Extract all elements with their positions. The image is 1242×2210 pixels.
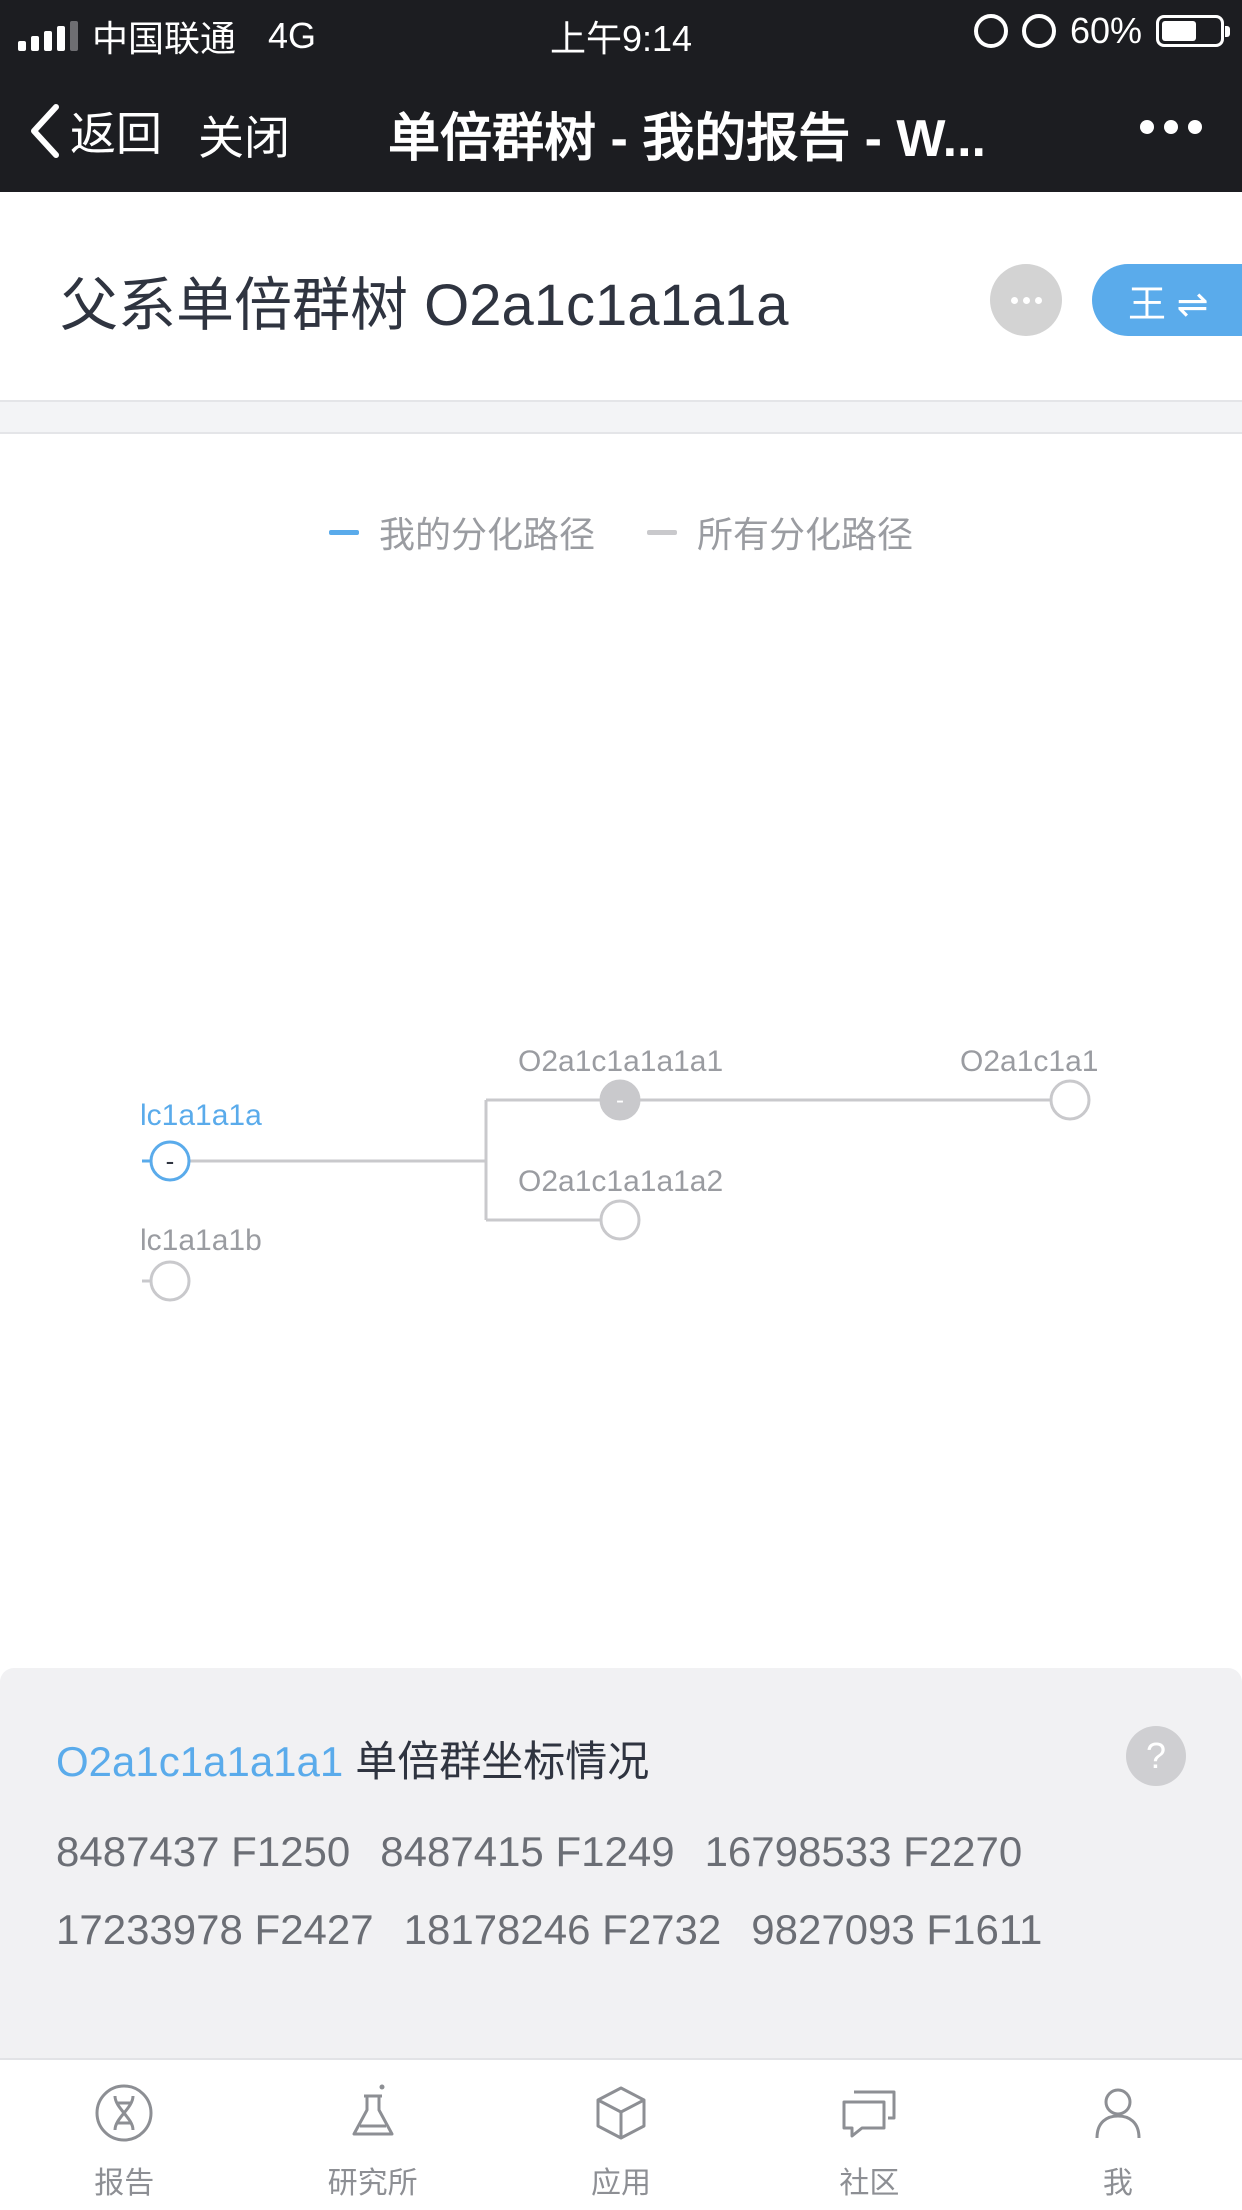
section-divider — [0, 400, 1242, 434]
node-circle-child2 — [599, 1199, 641, 1241]
more-menu-button[interactable] — [1140, 120, 1202, 134]
battery-icon — [1156, 15, 1230, 47]
dna-icon — [95, 2084, 153, 2142]
status-bar: 中国联通 4G 上午9:14 60% — [0, 0, 1242, 62]
coordinate-item: 17233978 F2427 — [56, 1906, 374, 1953]
flask-icon — [352, 2084, 394, 2136]
legend-label-all: 所有分化路径 — [697, 514, 914, 555]
tab-label-report: 报告 — [94, 2167, 155, 2200]
legend: 我的分化路径 所有分化路径 — [0, 506, 1242, 558]
tree-node-child1[interactable]: O2a1c1a1a1a1 - — [518, 1045, 723, 1121]
tab-bar: 报告 研究所 应用 社区 我 — [0, 2058, 1242, 2210]
node-label-grandchild: O2a1c1a1 — [960, 1045, 1098, 1078]
tab-label-institute: 研究所 — [327, 2167, 418, 2200]
status-right: 60% — [973, 10, 1230, 52]
nav-bar: 返回 关闭 单倍群树 - 我的报告 - W... — [0, 62, 1242, 192]
coordinate-item: 8487437 F1250 — [56, 1828, 351, 1875]
tab-community[interactable]: 社区 — [745, 2060, 993, 2210]
help-button[interactable]: ? — [1126, 1726, 1186, 1786]
alarm-icon — [1021, 14, 1056, 48]
options-button[interactable] — [990, 264, 1062, 336]
node-circle-sibling — [149, 1260, 191, 1302]
node-circle-grandchild — [1049, 1079, 1091, 1121]
back-button[interactable]: 返回 — [28, 98, 162, 164]
node-label-child1: O2a1c1a1a1a1 — [518, 1045, 723, 1078]
tree-node-grandchild[interactable]: O2a1c1a1 — [960, 1045, 1098, 1121]
node-label-sibling: lc1a1a1b — [140, 1224, 262, 1257]
switch-tree-button[interactable]: 王 ⇌ — [1092, 264, 1242, 336]
info-haplogroup: O2a1c1a1a1a1 — [56, 1738, 344, 1785]
signal-icon — [18, 21, 78, 51]
tree-node-sibling[interactable]: lc1a1a1b — [140, 1224, 262, 1302]
node-symbol-child1: - — [616, 1087, 624, 1114]
node-symbol-current: - — [166, 1146, 175, 1176]
tab-report[interactable]: 报告 — [0, 2060, 248, 2210]
box-icon — [596, 2086, 646, 2140]
node-circle-child1 — [599, 1079, 641, 1121]
battery-fill — [1162, 21, 1196, 41]
carrier-label: 中国联通 — [92, 18, 237, 59]
info-title-suffix: 单倍群坐标情况 — [355, 1738, 650, 1785]
coordinate-list: 8487437 F1250 8487415 F1249 16798533 F22… — [56, 1828, 1196, 1954]
page-title: 父系单倍群树 O2a1c1a1a1a — [60, 273, 789, 338]
haplogroup-tree[interactable]: lc1a1a1a - lc1a1a1b O2a1c1a1a1a1 - O2a1c… — [0, 434, 1242, 1664]
legend-all: 所有分化路径 — [647, 506, 913, 558]
chat-icon — [842, 2090, 896, 2138]
rotation-lock-icon — [973, 14, 1008, 48]
coordinate-item: 16798533 F2270 — [704, 1828, 1023, 1875]
close-button[interactable]: 关闭 — [198, 112, 290, 164]
coordinate-item: 18178246 F2732 — [403, 1906, 722, 1953]
chevron-left-icon — [31, 104, 59, 158]
coordinate-item: 9827093 F1611 — [751, 1906, 1043, 1953]
coordinate-item: 8487415 F1249 — [380, 1828, 675, 1875]
tab-label-apps: 应用 — [591, 2167, 652, 2200]
battery-percent: 60% — [1069, 10, 1142, 51]
tree-node-current[interactable]: lc1a1a1a - — [140, 1099, 262, 1182]
legend-label-mine: 我的分化路径 — [378, 514, 595, 555]
back-label: 返回 — [70, 108, 162, 160]
nav-title: 单倍群树 - 我的报告 - W... — [388, 110, 986, 168]
tab-apps[interactable]: 应用 — [497, 2060, 745, 2210]
legend-mine: 我的分化路径 — [328, 506, 595, 558]
tab-me[interactable]: 我 — [994, 2060, 1242, 2210]
tab-label-me: 我 — [1102, 2167, 1133, 2200]
network-label: 4G — [268, 15, 317, 56]
user-icon — [1095, 2088, 1141, 2139]
page-header: 父系单倍群树 O2a1c1a1a1a 王 ⇌ — [0, 192, 1242, 400]
legend-swatch-mine — [328, 529, 359, 535]
status-left: 中国联通 4G — [18, 10, 316, 62]
tab-label-community: 社区 — [839, 2167, 900, 2200]
node-label-current: lc1a1a1a — [140, 1099, 262, 1132]
node-circle-current — [149, 1140, 191, 1182]
node-label-child2: O2a1c1a1a1a2 — [518, 1165, 723, 1198]
tree-node-child2[interactable]: O2a1c1a1a1a2 — [518, 1165, 723, 1241]
legend-swatch-all — [647, 529, 677, 535]
tab-institute[interactable]: 研究所 — [248, 2060, 496, 2210]
tree-branches — [142, 1098, 1070, 1283]
clock: 上午9:14 — [549, 18, 693, 59]
